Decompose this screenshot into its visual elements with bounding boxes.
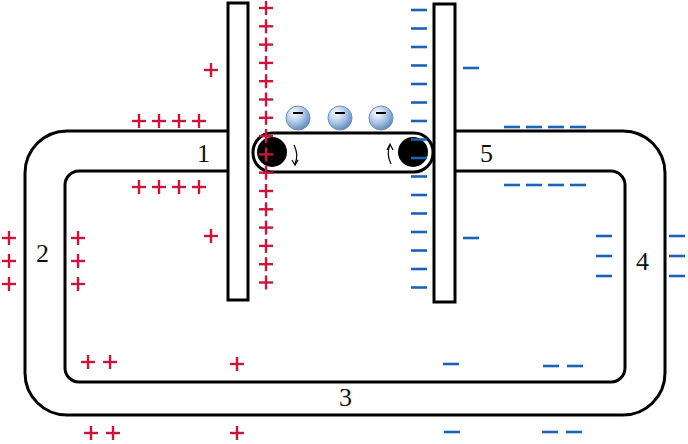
minus-charge [596,235,612,238]
plus-charge [158,114,160,128]
electron [286,106,310,130]
minus-charge [411,212,427,215]
plus-charge [265,19,267,33]
minus-charge [411,101,427,104]
minus-charge [543,365,559,368]
plus-charge [178,180,180,194]
minus-charge [669,235,685,238]
minus-charge [411,9,427,12]
minus-charge [443,363,459,366]
plus-charge [265,1,267,15]
roller [257,137,287,167]
plus-charge [112,426,114,440]
plus-charge [265,221,267,235]
plus-charge [265,129,267,143]
right-plate [434,4,455,302]
plus-charge [87,355,89,369]
rotation-arrow [294,145,297,164]
plus-charge [138,114,140,128]
minus-charge [669,275,685,278]
plus-charge [77,231,79,245]
plus-charge [265,38,267,52]
minus-charge [669,255,685,258]
plus-charge [90,426,92,440]
plus-charge [265,166,267,180]
minus-charge [411,120,427,123]
electron-sign [293,112,303,114]
roller [398,137,428,167]
minus-charge [411,138,427,141]
minus-charge [411,64,427,67]
plus-charge [265,239,267,253]
minus-charge [411,83,427,86]
plus-charge [236,357,238,371]
plus-charge [265,202,267,216]
part-number: 4 [636,249,649,275]
minus-charge [411,194,427,197]
plus-charge [265,74,267,88]
electron-sign [335,112,345,114]
left-plate [228,3,248,300]
wire-inner [65,171,625,382]
plus-charge [265,147,267,161]
minus-charge [504,126,520,129]
minus-charge [504,184,520,187]
plus-charge [265,111,267,125]
plus-charge [77,254,79,268]
plus-charge [109,355,111,369]
minus-charge [570,126,586,129]
plus-charge [265,56,267,70]
electron [328,106,352,130]
plus-charge [265,93,267,107]
minus-charge [566,431,582,434]
minus-charge [411,231,427,234]
plus-charge [77,277,79,291]
rotation-arrow [292,160,298,165]
plus-charge [265,184,267,198]
electron [369,106,393,130]
minus-charge [596,255,612,258]
electron-sign [376,112,386,114]
minus-charge [463,237,479,240]
plus-charge [210,229,212,243]
minus-charge [463,67,479,70]
minus-charge [526,184,542,187]
plus-charge [198,114,200,128]
part-number: 2 [36,241,49,267]
plus-charge [265,257,267,271]
plus-charge [265,276,267,290]
part-number: 5 [480,141,493,167]
minus-charge [570,184,586,187]
part-number: 1 [197,141,210,167]
minus-charge [567,365,583,368]
plus-charge [158,180,160,194]
conveyor-belt [253,133,433,172]
minus-charge [411,27,427,30]
minus-charge [411,157,427,160]
minus-charge [444,431,460,434]
plus-charge [236,426,238,440]
minus-charge [526,126,542,129]
plus-charge [210,63,212,77]
minus-charge [548,126,564,129]
minus-charge [411,175,427,178]
plus-charge [178,114,180,128]
plus-charge [8,231,10,245]
minus-charge [411,249,427,252]
minus-charge [411,268,427,271]
plus-charge [138,180,140,194]
minus-charge [542,431,558,434]
minus-charge [411,286,427,289]
part-number: 3 [339,385,352,411]
minus-charge [411,46,427,49]
plus-charge [8,277,10,291]
rotation-arrow [387,144,393,150]
minus-charge [596,275,612,278]
plus-charge [198,180,200,194]
minus-charge [548,184,564,187]
plus-charge [8,254,10,268]
